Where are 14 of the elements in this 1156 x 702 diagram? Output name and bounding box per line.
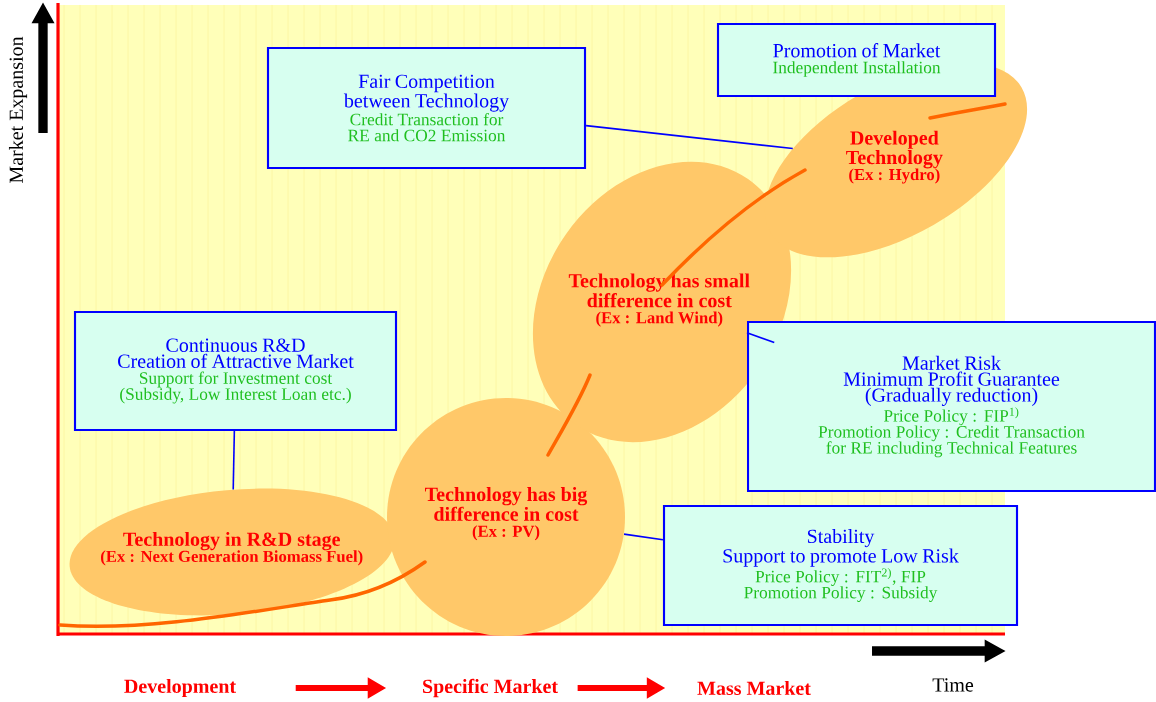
leader-line [623, 533, 664, 541]
stage-label: Development [124, 678, 236, 698]
text-box: Market Risk Minimum Profit Guarantee (Gradually reduction) Price Policy : FIP$^{1)}$ Promotion Policy : Credit Transaction for RE including Technical Features [746, 320, 1156, 493]
leader-line [746, 331, 776, 344]
leader-line [232, 430, 236, 491]
stage-label: Mass Market [697, 680, 811, 695]
text-box: Fair Competition between Technology Credit Transaction for RE and CO2 Emission [266, 46, 587, 170]
text-box: Promotion of Market Independent Installation [716, 22, 997, 98]
axis-label: Time [932, 678, 974, 692]
text-box: Continuous R&D Creation of Attractive Market Support for Investment cost (Subsidy, Low Interest Loan etc.) [73, 310, 398, 432]
text-box: Stability Support to promote Low Risk Price Policy : FIT$^{2)}$, FIP Promotion Policy : Subsidy [662, 504, 1019, 627]
stage-label: Specific Market [423, 678, 558, 698]
axis-label: Market Expansion [8, 36, 28, 183]
leader-line [585, 124, 794, 150]
